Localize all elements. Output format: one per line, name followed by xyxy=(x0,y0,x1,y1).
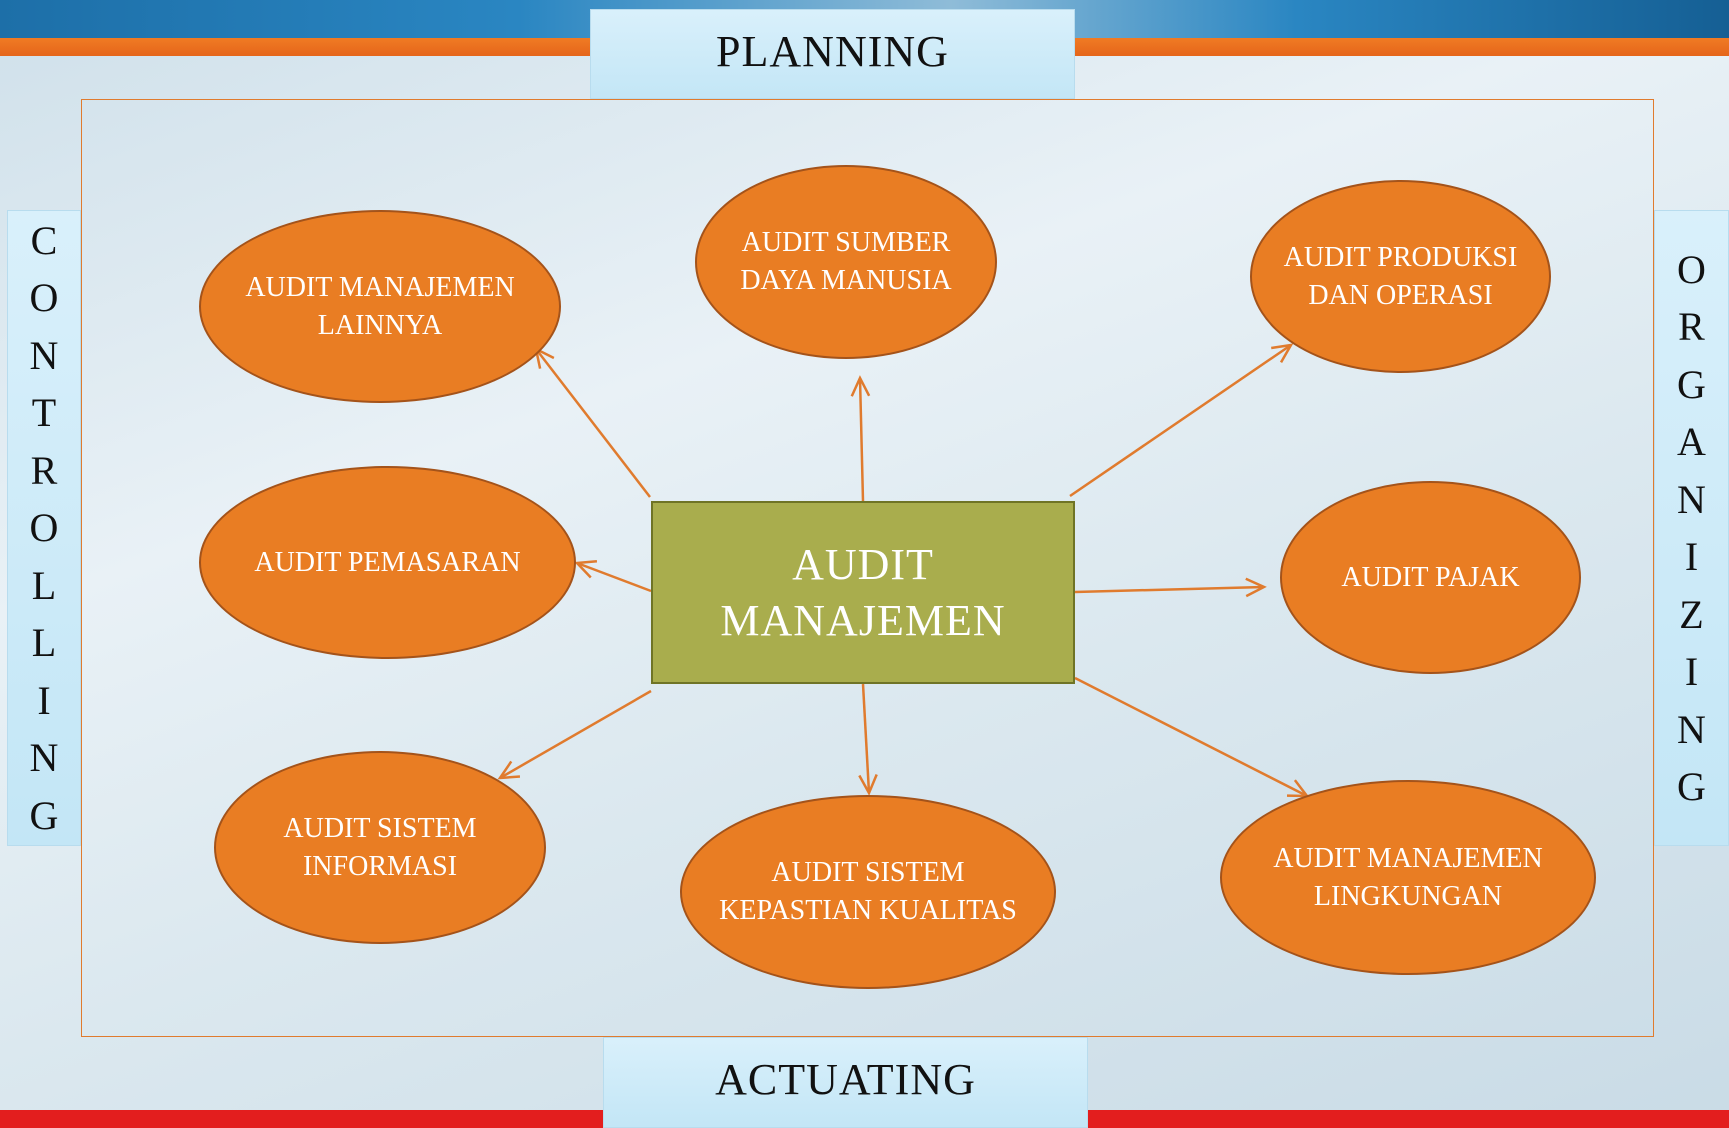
right-label-letter: R xyxy=(1678,304,1705,349)
node-audit-manajemen-lainnya: AUDIT MANAJEMEN LAINNYA xyxy=(199,210,561,403)
connector-arrow xyxy=(858,683,878,796)
node-label: AUDIT SISTEM KEPASTIAN KUALITAS xyxy=(719,857,1017,926)
left-label-letter: L xyxy=(31,620,57,666)
connector-arrow xyxy=(1069,343,1294,498)
right-label-letter: N xyxy=(1677,476,1706,522)
right-label-letter: I xyxy=(1684,534,1699,579)
left-label-letter: R xyxy=(30,447,58,493)
node-label: AUDIT PAJAK xyxy=(1341,561,1520,593)
left-label-letter: L xyxy=(31,562,57,608)
connector-arrow xyxy=(574,559,652,593)
right-label-letter: O xyxy=(1677,246,1706,292)
right-label-letter: I xyxy=(1684,649,1699,694)
right-label-letter: Z xyxy=(1679,591,1704,637)
left-label-letter: G xyxy=(29,792,59,838)
connector-arrow xyxy=(1074,577,1267,598)
left-label-letter: N xyxy=(29,735,59,781)
node-label: AUDIT PEMASARAN xyxy=(254,546,521,578)
right-label-letter: A xyxy=(1677,419,1706,464)
right-label-letter: G xyxy=(1677,764,1706,809)
node-audit-manajemen-lingkungan: AUDIT MANAJEMEN LINGKUNGAN xyxy=(1220,780,1596,975)
left-label-letter: N xyxy=(29,332,59,378)
actuating-label: ACTUATING xyxy=(603,1037,1088,1128)
node-label: AUDIT MANAJEMEN LAINNYA xyxy=(245,271,515,341)
node-label: AUDIT SUMBER DAYA MANUSIA xyxy=(740,227,952,296)
node-audit-pemasaran: AUDIT PEMASARAN xyxy=(199,466,576,659)
node-label: AUDIT MANAJEMEN LINGKUNGAN xyxy=(1273,842,1543,912)
left-label-letter: C xyxy=(30,217,58,263)
diagram-frame xyxy=(81,99,1654,1037)
node-audit-sistem-kepastian-kualitas: AUDIT SISTEM KEPASTIAN KUALITAS xyxy=(680,795,1056,989)
node-label: AUDIT SISTEM INFORMASI xyxy=(283,812,477,882)
planning-label: PLANNING xyxy=(590,9,1075,99)
center-audit-manajemen: AUDIT MANAJEMEN xyxy=(651,501,1075,684)
node-audit-sistem-informasi: AUDIT SISTEM INFORMASI xyxy=(214,751,546,944)
connector-arrow xyxy=(534,346,651,498)
left-label-letter: O xyxy=(29,275,59,321)
node-label: AUDIT PRODUKSI DAN OPERASI xyxy=(1283,241,1518,311)
right-label-letter: G xyxy=(1677,361,1706,407)
connector-arrow xyxy=(850,375,871,502)
center-label: AUDIT MANAJEMEN xyxy=(720,539,1006,645)
node-audit-produksi-dan-operasi: AUDIT PRODUKSI DAN OPERASI xyxy=(1250,180,1551,373)
node-audit-sumber-daya-manusia: AUDIT SUMBER DAYA MANUSIA xyxy=(695,165,997,359)
left-label-letter: T xyxy=(31,390,57,436)
right-label-letter: N xyxy=(1677,706,1706,752)
left-label-letter: O xyxy=(29,505,59,551)
left-label-letter: I xyxy=(37,677,51,723)
connector-arrow xyxy=(1074,676,1310,798)
connector-arrow xyxy=(497,689,652,780)
node-audit-pajak: AUDIT PAJAK xyxy=(1280,481,1581,674)
